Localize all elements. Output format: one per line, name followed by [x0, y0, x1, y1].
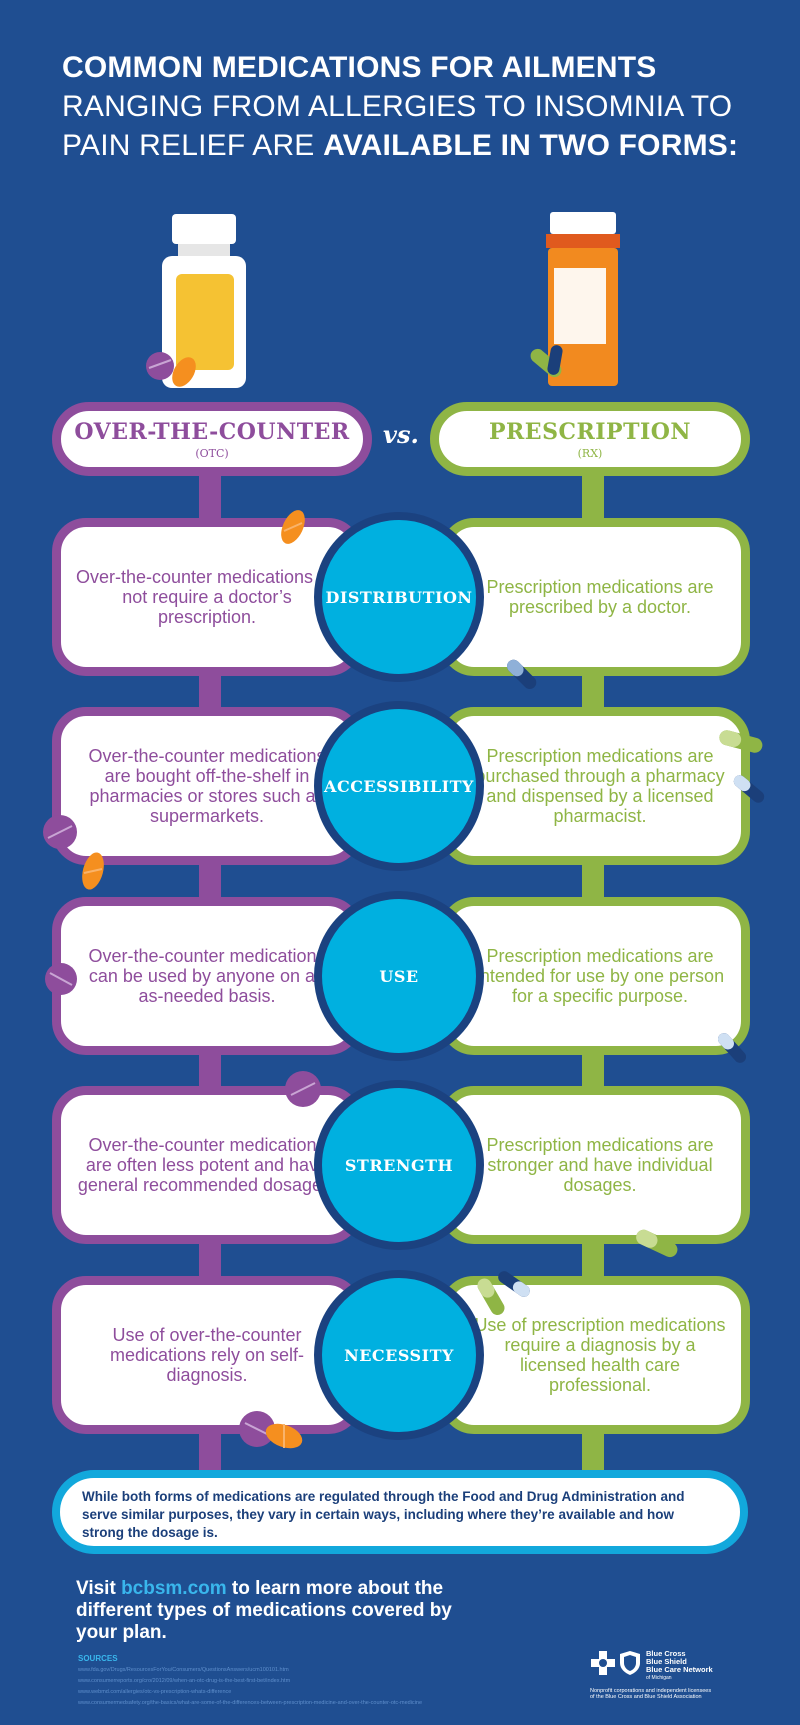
title-line-3: PAIN RELIEF ARE AVAILABLE IN TWO FORMS: — [62, 129, 739, 162]
purple-tablet-icon — [43, 815, 77, 849]
otc-distribution-card: Over-the-counter medications do not requ… — [52, 518, 362, 676]
necessity-badge: NECESSITY — [314, 1270, 484, 1440]
title-line-2: RANGING FROM ALLERGIES TO INSOMNIA TO — [62, 90, 733, 123]
otc-accessibility-text: Over-the-counter medications are bought … — [88, 746, 326, 826]
rx-necessity-text: Use of prescription medications require … — [474, 1315, 726, 1395]
use-badge: USE — [314, 891, 484, 1061]
accessibility-badge: ACCESSIBILITY — [314, 701, 484, 871]
rx-strength-card: Prescription medications are stronger an… — [440, 1086, 750, 1244]
visit-suffix: to learn more about the different types … — [76, 1578, 452, 1643]
otc-header: OVER-THE-COUNTER (OTC) — [52, 402, 372, 476]
source-link[interactable]: www.consumermedsafety.org/the-basics/wha… — [78, 1700, 422, 1706]
otc-accessibility-card: Over-the-counter medications are bought … — [52, 707, 362, 865]
strength-badge: STRENGTH — [314, 1080, 484, 1250]
distribution-label: DISTRIBUTION — [325, 587, 473, 607]
logo-text: Blue Cross Blue Shield Blue Care Network… — [646, 1649, 713, 1682]
rx-use-text: Prescription medications are intended fo… — [475, 946, 725, 1006]
logo-footer: Nonprofit corporations and independent l… — [590, 1688, 712, 1700]
rx-header: PRESCRIPTION (RX) — [430, 402, 750, 476]
necessity-label: NECESSITY — [344, 1345, 454, 1365]
rx-use-card: Prescription medications are intended fo… — [440, 897, 750, 1055]
otc-strength-card: Over-the-counter medications are often l… — [52, 1086, 362, 1244]
title-line-1: COMMON MEDICATIONS FOR AILMENTS — [62, 51, 657, 84]
rx-accessibility-card: Prescription medications are purchased t… — [440, 707, 750, 865]
rx-header-title: PRESCRIPTION — [488, 418, 692, 445]
source-link[interactable]: www.fda.gov/Drugs/ResourcesForYou/Consum… — [78, 1667, 289, 1673]
otc-necessity-text: Use of over-the-counter medications rely… — [109, 1325, 305, 1385]
sources-heading: SOURCES — [78, 1654, 118, 1663]
purple-tablet-icon-3 — [285, 1071, 321, 1107]
source-link[interactable]: www.webmd.com/allergies/otc-vs-prescript… — [78, 1689, 232, 1695]
rx-strength-text: Prescription medications are stronger an… — [486, 1135, 714, 1195]
orange-pill-icon-3 — [265, 1423, 303, 1449]
green-capsule-icon — [719, 730, 763, 753]
navy-capsule-icon-3 — [717, 1033, 747, 1063]
visit-prefix: Visit — [76, 1578, 122, 1599]
source-link[interactable]: www.consumerreports.org/cro/2012/09/when… — [78, 1678, 291, 1684]
bcbsm-logo: Blue Cross Blue Shield Blue Care Network… — [590, 1650, 720, 1704]
rx-bottle-icon — [530, 212, 620, 386]
orange-pill-icon-2 — [82, 852, 104, 890]
rx-distribution-text: Prescription medications are prescribed … — [486, 577, 714, 617]
otc-distribution-text: Over-the-counter medications do not requ… — [75, 567, 339, 627]
navy-capsule-icon-2 — [733, 775, 765, 803]
blue-shield-icon — [620, 1651, 640, 1675]
otc-use-text: Over-the-counter medications can be used… — [88, 946, 326, 1006]
otc-strength-text: Over-the-counter medications are often l… — [77, 1135, 337, 1195]
rx-accessibility-text: Prescription medications are purchased t… — [475, 746, 725, 826]
blue-cross-icon — [591, 1651, 615, 1675]
green-capsule-icon-2 — [636, 1229, 678, 1258]
otc-bottle-icon — [146, 214, 246, 388]
strength-label: STRENGTH — [344, 1155, 454, 1175]
purple-tablet-icon-2 — [45, 963, 77, 995]
otc-necessity-card: Use of over-the-counter medications rely… — [52, 1276, 362, 1434]
purple-tablet-icon-4 — [239, 1411, 275, 1447]
orange-pill-icon — [281, 510, 305, 544]
page-title: COMMON MEDICATIONS FOR AILMENTS RANGING … — [62, 48, 762, 165]
accessibility-label: ACCESSIBILITY — [324, 776, 474, 796]
otc-header-title: OVER-THE-COUNTER — [74, 418, 350, 445]
green-capsule-icon-3 — [477, 1278, 505, 1315]
use-label: USE — [379, 966, 419, 986]
regulation-note: While both forms of medications are regu… — [52, 1470, 748, 1554]
distribution-badge: DISTRIBUTION — [314, 512, 484, 682]
navy-capsule-icon-4 — [498, 1271, 530, 1297]
otc-header-abbr: (OTC) — [195, 446, 229, 460]
visit-callout: Visit bcbsm.com to learn more about the … — [76, 1578, 496, 1644]
bcbsm-link[interactable]: bcbsm.com — [121, 1578, 227, 1599]
rx-distribution-card: Prescription medications are prescribed … — [440, 518, 750, 676]
rx-header-abbr: (RX) — [577, 446, 603, 460]
versus-label: vs. — [383, 420, 419, 449]
navy-capsule-icon — [507, 659, 537, 689]
